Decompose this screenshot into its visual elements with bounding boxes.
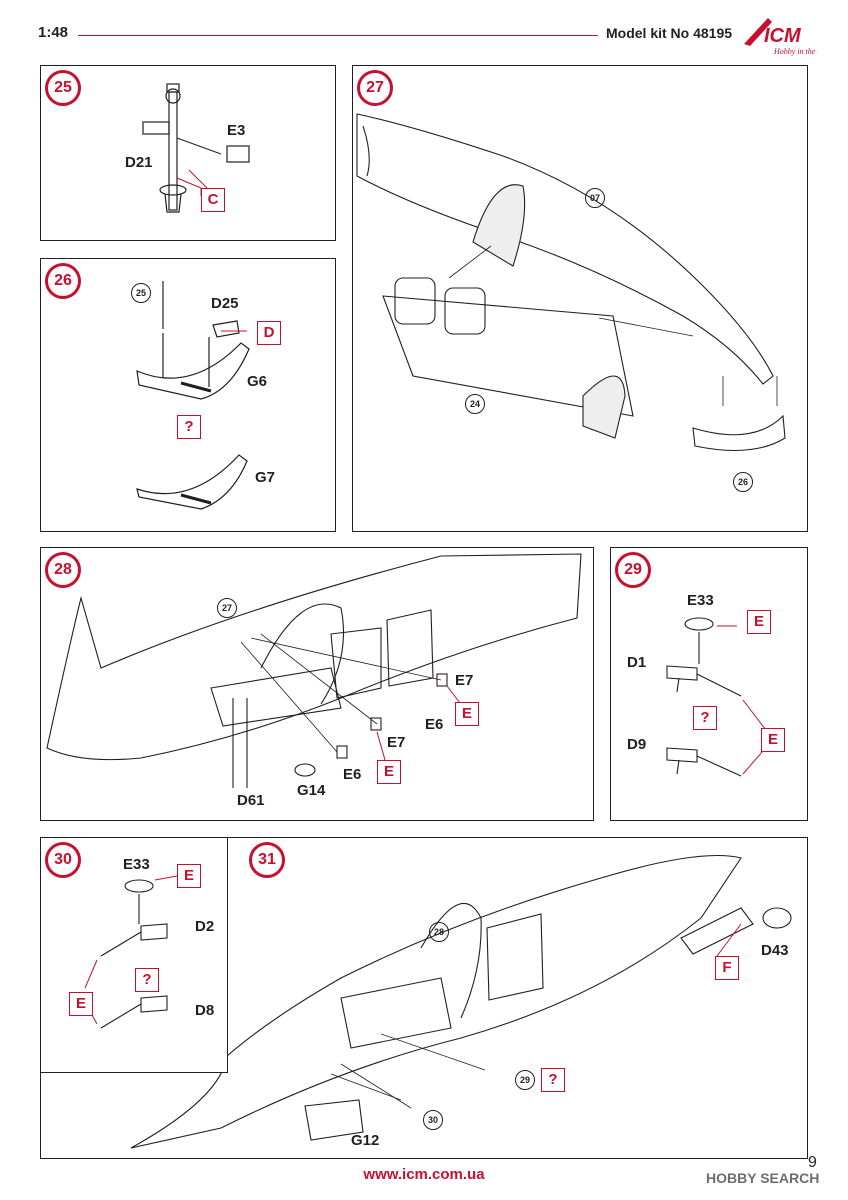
icm-logo: ICM Hobby in the best [738, 14, 831, 58]
control-column-drawing [142, 83, 250, 213]
step-27-panel: 27 07 24 26 [352, 65, 808, 532]
part-label-d8: D8 [195, 1002, 215, 1019]
glue-mark: C [201, 188, 225, 212]
choice-mark: ? [693, 706, 717, 730]
step-30-panel: 30 E33 E D2 ? E D8 [40, 837, 228, 1073]
part-label-d2: D2 [195, 918, 215, 935]
step-number: 29 [615, 552, 651, 588]
glue-mark-lower: E [377, 760, 401, 784]
glue-mark: D [257, 321, 281, 345]
step-number: 27 [357, 70, 393, 106]
step-number: 25 [45, 70, 81, 106]
part-label-d1: D1 [627, 654, 647, 671]
part-label-e7-upper: E7 [455, 672, 474, 689]
glue-mark-top: E [177, 864, 201, 888]
fuselage-assembly-drawing [46, 553, 582, 788]
glue-mark-barrel: E [761, 728, 785, 752]
scale-label: 1:48 [38, 24, 69, 41]
choice-mark: ? [541, 1068, 565, 1092]
part-label-d61: D61 [237, 792, 265, 809]
part-label-e6-lower: E6 [343, 766, 362, 783]
svg-text:Hobby in the best: Hobby in the best [773, 47, 818, 56]
step-29-panel: 29 E33 E D1 ? E D9 [610, 547, 808, 821]
glue-mark-upper: E [455, 702, 479, 726]
part-label-e6-upper: E6 [425, 716, 444, 733]
footer-url[interactable]: www.icm.com.ua [363, 1166, 485, 1183]
step-number: 26 [45, 263, 81, 299]
part-label-g12: G12 [351, 1132, 380, 1149]
part-label-d43: D43 [761, 942, 789, 959]
part-label-e33: E33 [687, 592, 714, 609]
part-label-g14: G14 [297, 782, 326, 799]
part-label-d25: D25 [211, 295, 239, 312]
step-ref-25: 25 [131, 283, 151, 303]
step-number: 31 [249, 842, 285, 878]
svg-text:ICM: ICM [764, 25, 802, 47]
step-25-panel: 25 E3 D21 C [40, 65, 336, 241]
part-label-d9: D9 [627, 736, 647, 753]
floor-panel-drawing [136, 281, 250, 510]
glue-mark-top: E [747, 610, 771, 634]
kit-number: Model kit No 48195 [606, 25, 733, 41]
page-number: 9 [808, 1154, 817, 1171]
step-ref-29: 29 [515, 1070, 535, 1090]
step-ref-30: 30 [423, 1110, 443, 1130]
part-label-g6: G6 [247, 373, 268, 390]
step-ref-24: 24 [465, 394, 485, 414]
watermark: HOBBY SEARCH [706, 1170, 820, 1186]
step-ref-26: 26 [733, 472, 753, 492]
part-label-d21: D21 [125, 154, 153, 171]
part-label-e3: E3 [227, 122, 246, 139]
fuselage-half-drawing [356, 113, 786, 452]
step-number: 30 [45, 842, 81, 878]
choice-mark: ? [177, 415, 201, 439]
glue-mark-barrel: E [69, 992, 93, 1016]
fuselage-final-drawing [130, 854, 792, 1149]
step-26-panel: 26 25 D25 D G6 ? G7 [40, 258, 336, 532]
glue-mark: F [715, 956, 739, 980]
step-ref-27: 27 [217, 598, 237, 618]
choice-mark: ? [135, 968, 159, 992]
step-number: 28 [45, 552, 81, 588]
machine-gun-drawing [666, 617, 770, 777]
part-label-g7: G7 [255, 469, 276, 486]
step-28-panel: 28 27 E7 E6 E E7 E6 E D61 G14 [40, 547, 594, 821]
header-rule [78, 35, 598, 36]
part-label-e33: E33 [123, 856, 150, 873]
part-label-e7-lower: E7 [387, 734, 406, 751]
